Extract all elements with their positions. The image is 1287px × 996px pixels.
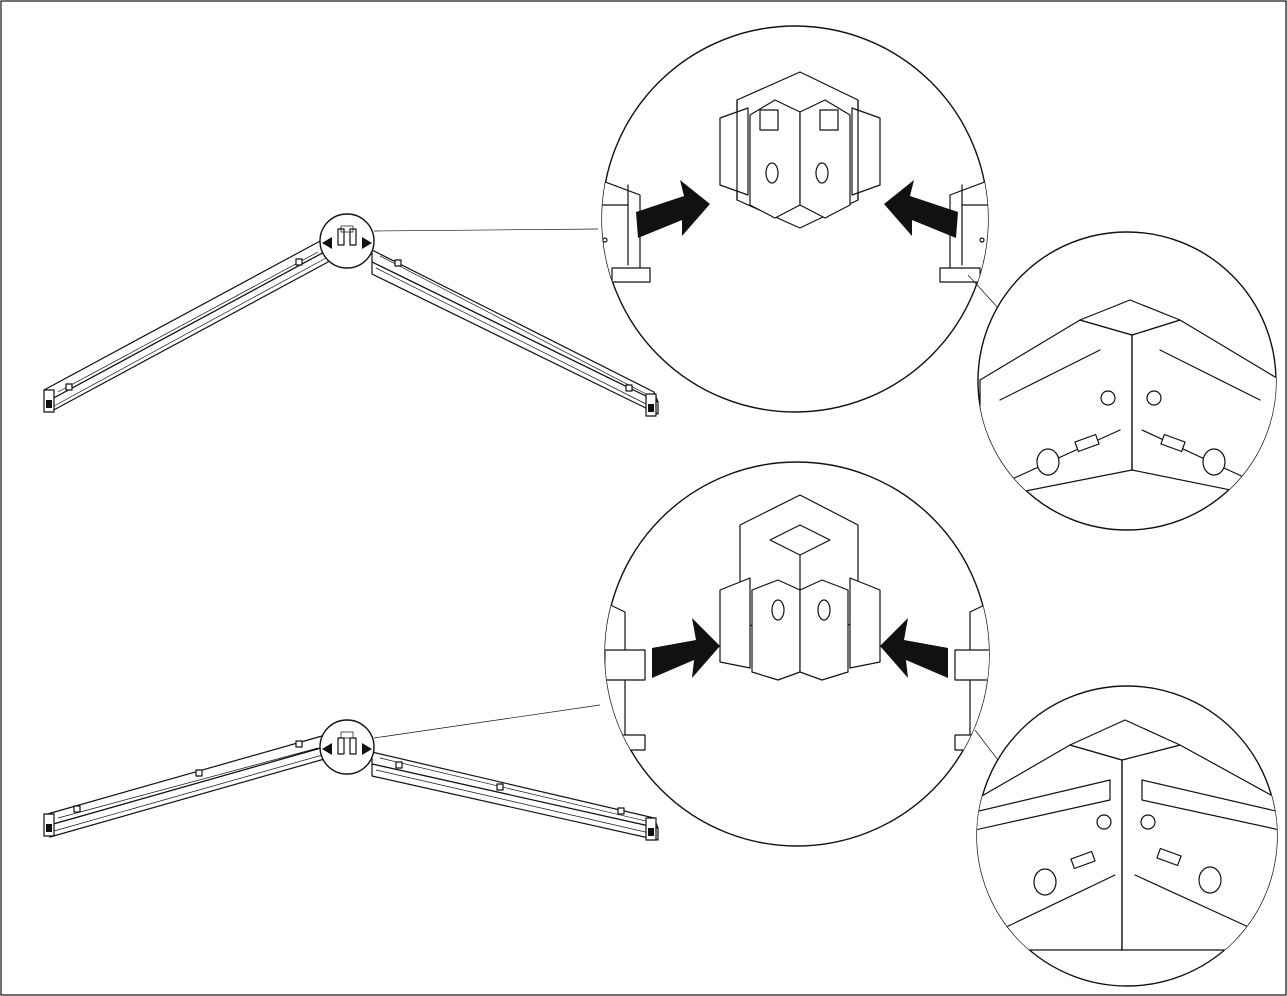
right-rail [371,751,659,841]
screw-icon [1070,850,1096,870]
bottom-screw-detail [974,685,1278,987]
top-connector-detail [601,25,989,413]
left-rail [43,239,329,413]
right-rail [371,249,659,417]
bottom-connector-detail [604,461,990,847]
screw-icon [1160,433,1186,453]
cap-icon [1198,866,1222,894]
left-arrow-icon [652,618,720,678]
left-arrow-icon [636,180,710,238]
screw-icon [1074,433,1100,453]
top-frame-assembly [43,213,659,417]
cap-icon [1036,448,1060,476]
left-rail [43,735,329,838]
screw-icon [1156,847,1182,867]
right-arrow-icon [884,180,958,238]
bottom-detail-callout [319,704,601,775]
cap-icon [1202,448,1226,476]
cap-icon [1033,868,1057,896]
top-detail-callout [319,213,599,269]
top-screw-detail [967,231,1277,531]
bottom-frame-assembly [43,704,659,841]
right-arrow-icon [880,618,948,678]
